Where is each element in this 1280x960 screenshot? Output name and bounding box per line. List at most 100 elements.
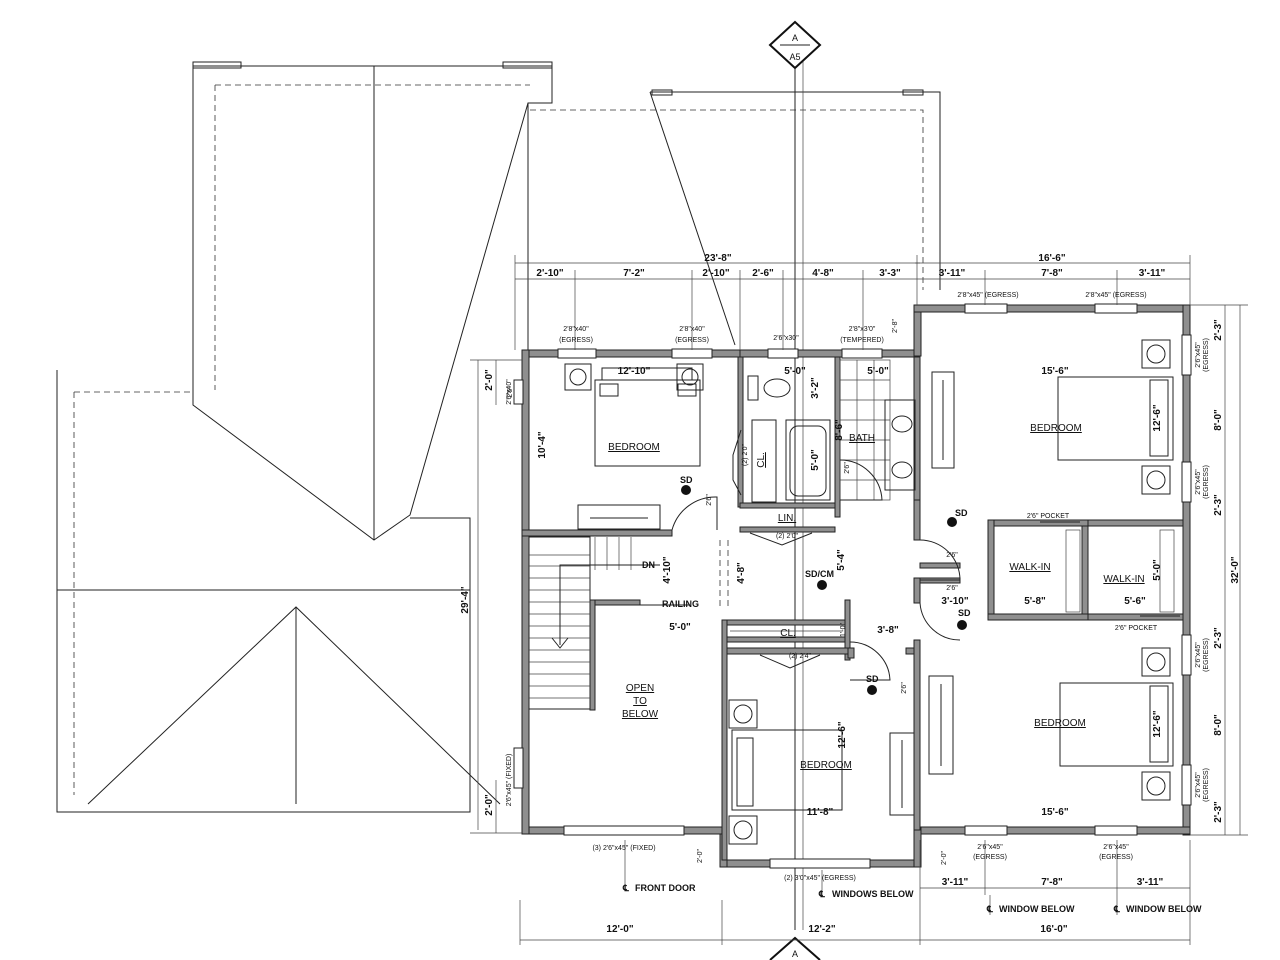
centerline-icon: ℄ (1113, 904, 1120, 914)
dim-hall-h2: 5'-4" (836, 549, 847, 571)
dim-bottom-seg-1: 3'-11" (942, 877, 969, 888)
dim-tempered-h: 2'-8" (892, 319, 899, 333)
note-front-door: FRONT DOOR (635, 883, 696, 893)
window-label-2b: (EGRESS) (675, 337, 709, 344)
dim-right-overall: 32'-0" (1230, 556, 1241, 583)
window-label-4: 2'8"x3'0" (849, 326, 876, 333)
note-windows-below: WINDOWS BELOW (832, 889, 914, 899)
dim-door-26d: 2'6" (901, 682, 908, 694)
dim-hall-h: 4'-8" (736, 562, 747, 584)
dim-pocket-2: 2'6" POCKET (1115, 625, 1158, 632)
dim-top-seg-2: 7'-2" (623, 268, 645, 279)
room-closet-hall: CL. (780, 628, 796, 639)
dim-vanity-h: 8'-6" (834, 419, 845, 441)
stairs (528, 536, 690, 710)
dim-door-26b: 2'6" (946, 552, 958, 559)
dim-tub: 5'-0" (810, 449, 821, 471)
dim-right-3: 2'-3" (1213, 494, 1224, 516)
window-label-1b: (EGRESS) (559, 337, 593, 344)
room-closet-wic: CL. (756, 452, 767, 468)
dim-closet-side: 2'-0" (941, 851, 948, 865)
dim-toilet-w: 5'-0" (784, 366, 806, 377)
dim-top-seg-7: 3'-11" (939, 268, 966, 279)
note-window-below-2: WINDOW BELOW (1126, 904, 1202, 914)
dim-right-6: 2'-3" (1213, 801, 1224, 823)
dim-top-seg-5: 4'-8" (812, 268, 834, 279)
windows (513, 303, 1192, 869)
window-label-11b: (EGRESS) (1203, 768, 1210, 802)
window-label-10: 2'6"x45" (1195, 642, 1202, 668)
dim-small-e: 1'-0" (840, 623, 847, 637)
window-label-4b: (TEMPERED) (840, 337, 884, 344)
note-sd-1: SD (680, 475, 693, 485)
window-label-10b: (EGRESS) (1203, 638, 1210, 672)
dim-right-5: 8'-0" (1213, 714, 1224, 736)
roof-lines (56, 61, 941, 813)
dim-top-overall-right: 16'-6" (1038, 253, 1065, 264)
room-bedroom-ne: BEDROOM (1030, 423, 1082, 434)
dim-closet-dbl: (2) 2'0" (742, 443, 749, 466)
walls (521, 304, 1191, 868)
dim-bottom-overall-right: 16'-0" (1040, 924, 1067, 935)
room-labels: BEDROOM BEDROOM BEDROOM BEDROOM BATH WAL… (608, 423, 1144, 771)
note-dn: DN (642, 560, 655, 570)
dim-top-seg-3: 2'-10" (702, 268, 729, 279)
dim-wic2-w: 5'-6" (1124, 596, 1146, 607)
dim-wic-w: 3'-10" (941, 596, 968, 607)
dim-left-top: 2'-0" (484, 369, 495, 391)
note-sd-4: SD (866, 674, 879, 684)
dim-left-bottom: 2'-0" (484, 794, 495, 816)
room-linen: LIN. (778, 513, 796, 524)
dim-left-overall: 29'-4" (460, 586, 471, 613)
dim-top-seg-8: 7'-8" (1041, 268, 1063, 279)
window-label-17: 2'6"x45" (1103, 844, 1129, 851)
room-open-line1: OPEN (626, 683, 654, 694)
dim-se-bed-bed: 12'-6" (1152, 710, 1163, 737)
window-label-3: 2'6"x30" (773, 335, 799, 342)
window-label-2: 2'8"x40" (679, 326, 705, 333)
centerline-icon: ℄ (818, 889, 825, 899)
room-bedroom-nw: BEDROOM (608, 442, 660, 453)
room-walkin-2: WALK-IN (1103, 574, 1144, 585)
dim-stair-w: 5'-0" (669, 622, 691, 633)
dim-sc-bed-height: 12'-6" (837, 721, 848, 748)
doors (671, 459, 1180, 681)
window-label-16b: (EGRESS) (973, 854, 1007, 861)
room-open-line2: TO (633, 696, 647, 707)
window-label-1: 2'8"x40" (563, 326, 589, 333)
smoke-detector-icon (947, 517, 957, 527)
section-letter: A (792, 33, 798, 43)
window-label-16: 2'6"x45" (977, 844, 1003, 851)
dim-bottom-seg-3: 3'-11" (1137, 877, 1164, 888)
note-railing: RAILING (662, 599, 699, 609)
dim-bottom-overall-left: 12'-0" (606, 924, 633, 935)
section-marker-top[interactable]: A A5 (768, 20, 822, 70)
window-label-14: (3) 2'6"x45" (FIXED) (592, 845, 655, 852)
window-labels: 2'8"x40" (EGRESS) 2'8"x40" (EGRESS) 2'6"… (506, 292, 1210, 882)
dim-ne-bed-width: 15'-6" (1041, 366, 1068, 377)
dimension-labels: 23'-8" 16'-6" 2'-10" 7'-2" 2'-10" 2'-6" … (460, 253, 1241, 935)
dimension-lines (470, 255, 1248, 945)
window-label-8b: (EGRESS) (1203, 338, 1210, 372)
note-window-below-1: WINDOW BELOW (999, 904, 1075, 914)
dim-vanity-w: 5'-0" (867, 366, 889, 377)
section-marker-bottom[interactable]: A (769, 936, 821, 960)
dim-wic-in: 5'-8" (1024, 596, 1046, 607)
note-sd-2: SD (955, 508, 968, 518)
window-label-5: 2'8"x45" (EGRESS) (957, 292, 1018, 299)
dim-door-26a: 2'6" (706, 494, 713, 506)
window-label-9b: (EGRESS) (1203, 465, 1210, 499)
dim-right-2: 8'-0" (1213, 409, 1224, 431)
dim-sc-bed-width: 11'-8" (807, 807, 834, 818)
note-sdcm: SD/CM (805, 569, 834, 579)
dim-top-overall-left: 23'-8" (704, 253, 731, 264)
dim-hall-w: 3'-8" (877, 625, 899, 636)
room-bedroom-se: BEDROOM (1034, 718, 1086, 729)
dim-top-seg-6: 3'-3" (879, 268, 901, 279)
dim-stair-h: 4'-10" (662, 556, 673, 583)
smoke-detector-icon (681, 485, 691, 495)
dim-door-26e: 2'6" (507, 386, 514, 398)
window-label-6: 2'8"x45" (EGRESS) (1085, 292, 1146, 299)
window-label-15: (2) 3'0"x45" (EGRESS) (784, 875, 856, 882)
